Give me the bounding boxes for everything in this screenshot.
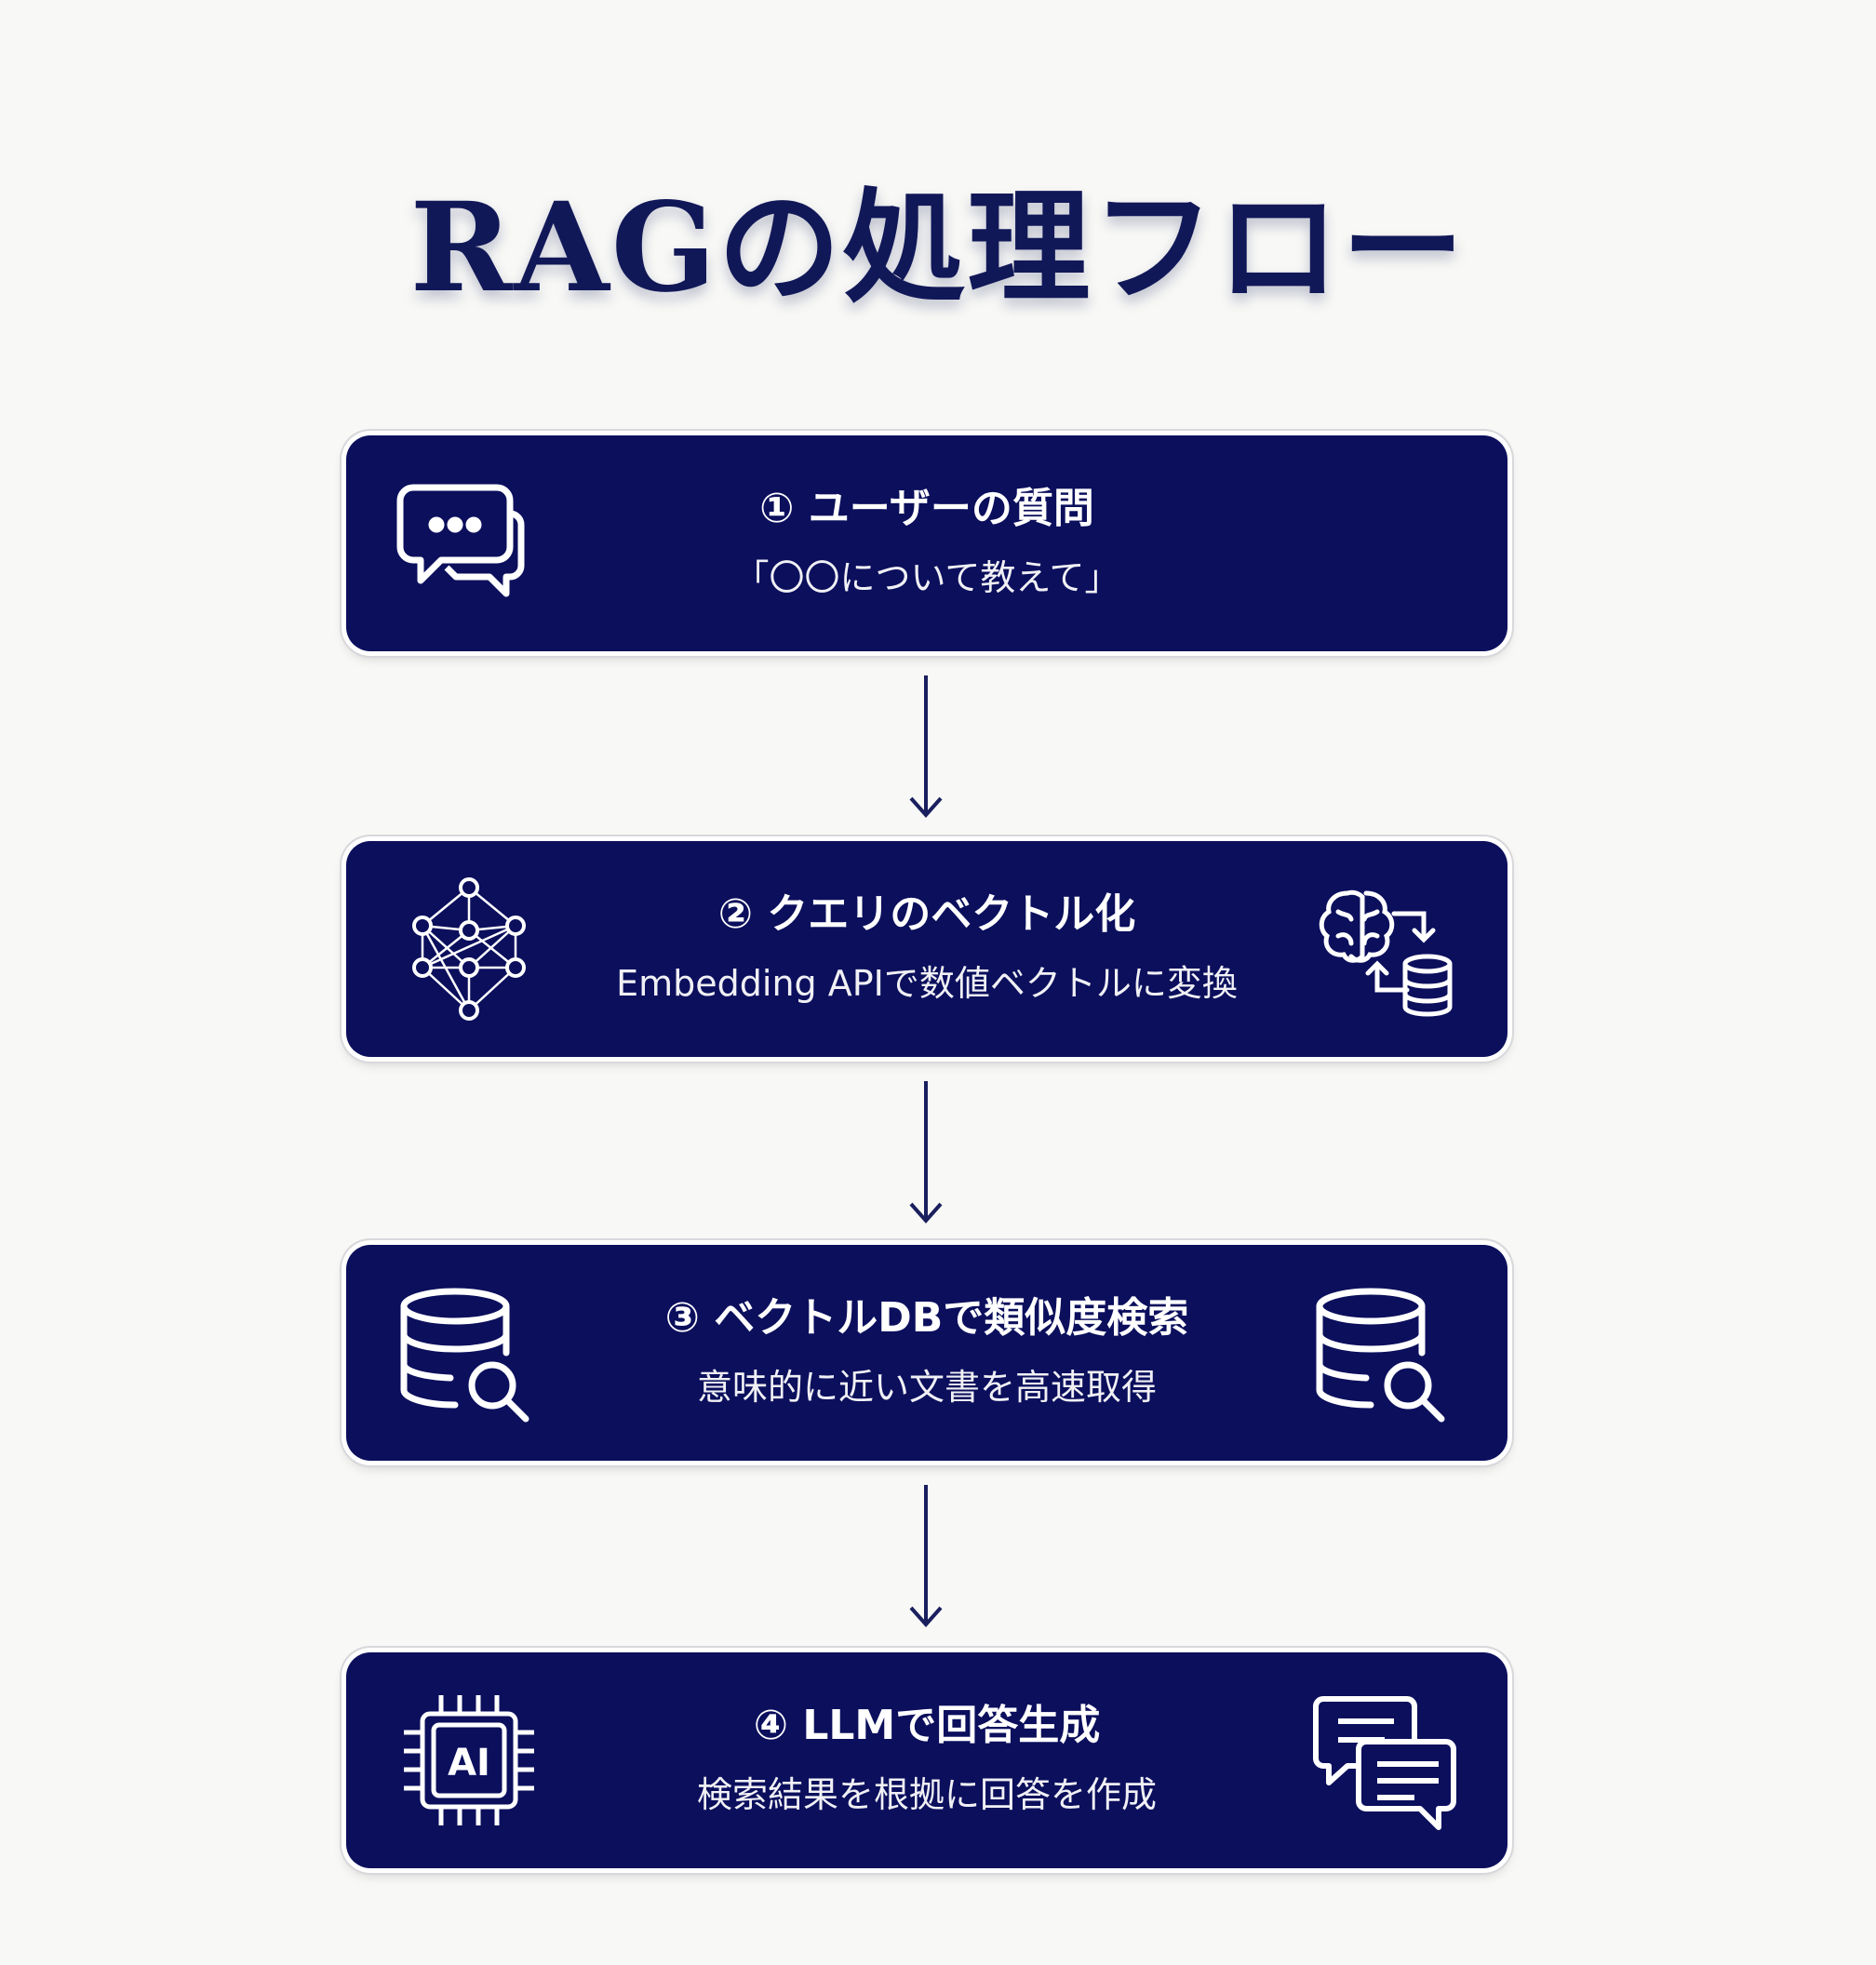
step-1-box: ① ユーザーの質問 「〇〇について教えて」	[346, 435, 1508, 651]
step-2-box: ② クエリのベクトル化 Embedding APIで数値ベクトルに変換	[346, 841, 1508, 1057]
database-search-icon	[400, 1288, 529, 1423]
step-title: ③ ベクトルDBで類似度検索	[664, 1294, 1189, 1342]
step-title: ② クエリのベクトル化	[717, 890, 1136, 938]
ai-chip-icon: AI	[404, 1695, 534, 1825]
step-subtitle: Embedding APIで数値ベクトルに変換	[616, 963, 1238, 1004]
arrow-down-icon	[909, 1485, 943, 1628]
svg-text:AI: AI	[448, 1742, 490, 1785]
arrow-down-icon	[909, 675, 943, 819]
step-subtitle: 意味的に近い文書を高速取得	[696, 1367, 1157, 1408]
step-title: ① ユーザーの質問	[759, 485, 1094, 532]
message-bubbles-icon	[1313, 1696, 1456, 1830]
brain-database-cycle-icon	[1319, 889, 1453, 1017]
step-4-box: AI ④ LLMで回答生成 検索結果を根拠に回答を作成	[346, 1652, 1508, 1868]
step-subtitle: 「〇〇について教えて」	[733, 557, 1120, 598]
database-search-icon	[1316, 1288, 1445, 1423]
chat-bubbles-icon	[396, 484, 525, 597]
arrow-down-icon	[909, 1081, 943, 1224]
step-3-box: ③ ベクトルDBで類似度検索 意味的に近い文書を高速取得	[346, 1245, 1508, 1461]
step-subtitle: 検索結果を根拠に回答を作成	[696, 1774, 1157, 1815]
page-title: RAGの処理フロー	[409, 176, 1467, 320]
neural-network-icon	[412, 877, 526, 1021]
step-title: ④ LLMで回答生成	[753, 1702, 1101, 1749]
